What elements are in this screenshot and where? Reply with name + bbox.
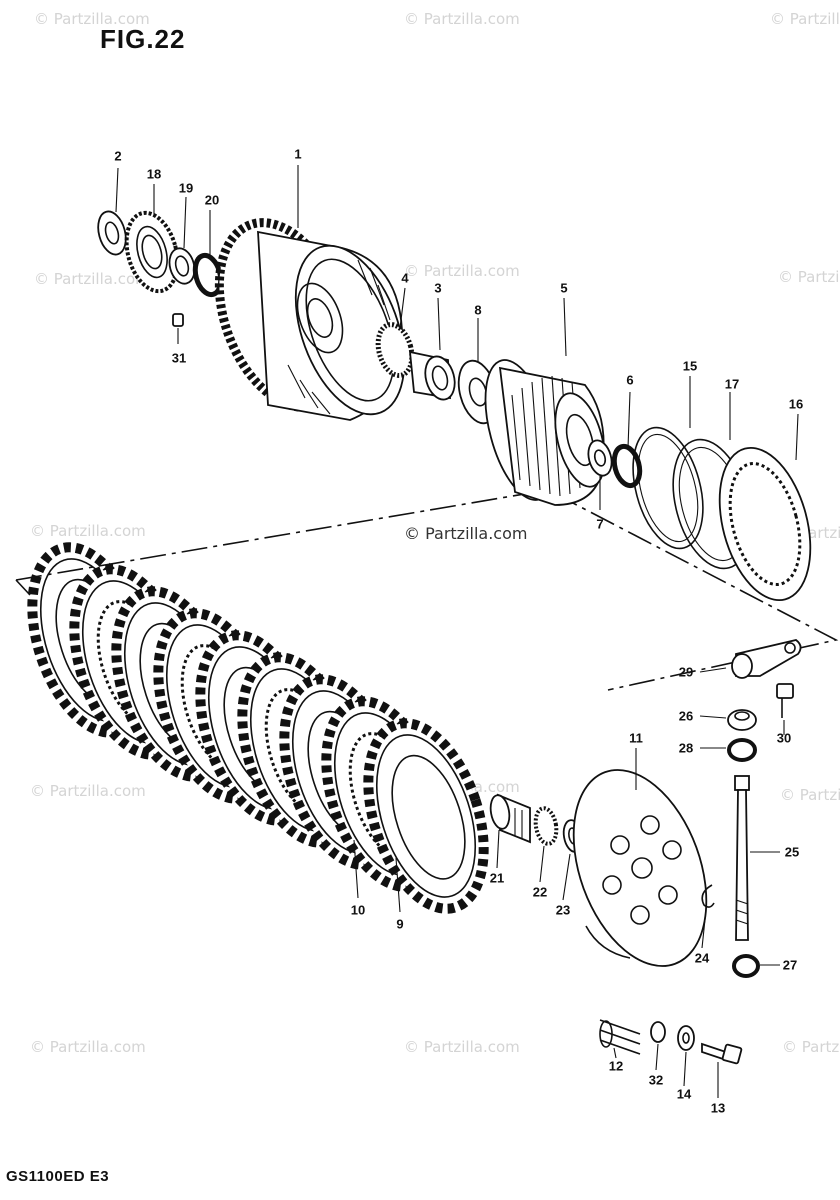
clutch-plate-stack bbox=[27, 542, 489, 914]
part-19-bushing bbox=[168, 247, 196, 285]
part-22-bearing bbox=[533, 806, 559, 846]
callout-20: 20 bbox=[204, 192, 220, 208]
callout-18: 18 bbox=[146, 166, 162, 182]
callout-25: 25 bbox=[784, 844, 800, 860]
part-4-needle-bearing bbox=[375, 322, 415, 378]
part-25-release-shaft bbox=[734, 775, 750, 941]
callout-15: 15 bbox=[682, 358, 698, 374]
part-1-clutch-housing bbox=[214, 218, 406, 421]
part-15-spring-washer bbox=[632, 426, 704, 550]
callout-24: 24 bbox=[694, 950, 710, 966]
part-14-washer bbox=[677, 1025, 695, 1051]
part-24-circlip bbox=[701, 884, 715, 908]
watermark: © Partzilla.com bbox=[404, 262, 520, 280]
watermark: © Partzilla.com bbox=[30, 782, 146, 800]
callout-30: 30 bbox=[776, 730, 792, 746]
group-frame-left bbox=[15, 579, 31, 596]
part-28-bearing bbox=[727, 738, 757, 762]
callout-12: 12 bbox=[608, 1058, 624, 1074]
callout-23: 23 bbox=[555, 902, 571, 918]
part-12-clutch-spring bbox=[599, 1019, 641, 1055]
watermark: © Partzilla.com bbox=[34, 270, 150, 288]
part-7-washer bbox=[587, 439, 613, 477]
watermark: © Partzilla.com bbox=[782, 1038, 840, 1056]
watermark: © Partzilla.com bbox=[404, 10, 520, 28]
callout-8: 8 bbox=[474, 302, 482, 318]
watermark: © Partzilla.com bbox=[780, 786, 840, 804]
part-3-spacer bbox=[408, 350, 456, 401]
callout-22: 22 bbox=[532, 884, 548, 900]
callout-6: 6 bbox=[626, 372, 634, 388]
part-29-release-arm bbox=[731, 639, 802, 679]
clutch-plate bbox=[363, 718, 489, 914]
group-frame bbox=[15, 489, 839, 691]
model-code: GS1100ED E3 bbox=[6, 1168, 110, 1185]
part-5-sleeve-hub bbox=[484, 359, 606, 506]
callout-27: 27 bbox=[782, 957, 798, 973]
callout-7: 7 bbox=[596, 516, 604, 532]
callout-17: 17 bbox=[724, 376, 740, 392]
callout-21: 21 bbox=[489, 870, 505, 886]
callout-2: 2 bbox=[114, 148, 122, 164]
callout-14: 14 bbox=[676, 1086, 692, 1102]
callout-31: 31 bbox=[171, 350, 187, 366]
part-30-bolt bbox=[776, 683, 794, 718]
watermark: © Partzilla.com bbox=[30, 1038, 146, 1056]
callout-9: 9 bbox=[396, 916, 404, 932]
callout-32: 32 bbox=[648, 1072, 664, 1088]
callout-13: 13 bbox=[710, 1100, 726, 1116]
callout-10: 10 bbox=[350, 902, 366, 918]
watermark: © Partzilla.com bbox=[34, 10, 150, 28]
callout-26: 26 bbox=[678, 708, 694, 724]
part-2-washer bbox=[97, 210, 127, 256]
part-16-drive-plate bbox=[718, 446, 812, 602]
part-31-pin bbox=[172, 313, 184, 327]
callout-3: 3 bbox=[434, 280, 442, 296]
figure-title: FIG.22 bbox=[100, 24, 186, 54]
part-18-gear bbox=[124, 210, 180, 294]
part-27-bushing bbox=[732, 954, 760, 978]
callout-5: 5 bbox=[560, 280, 568, 296]
callout-4: 4 bbox=[401, 270, 409, 286]
callout-19: 19 bbox=[178, 180, 194, 196]
callout-28: 28 bbox=[678, 740, 694, 756]
callout-1: 1 bbox=[294, 146, 302, 162]
watermark: © Partzilla.com bbox=[30, 522, 146, 540]
callout-11: 11 bbox=[629, 730, 643, 746]
part-32-spacer bbox=[650, 1021, 666, 1043]
callout-29: 29 bbox=[678, 664, 694, 680]
watermark: © Partzilla.com bbox=[778, 268, 840, 286]
leader-lines bbox=[115, 165, 799, 1098]
watermark: © Partzilla.com bbox=[770, 10, 840, 28]
part-26-oil-seal bbox=[727, 709, 757, 731]
part-13-bolt bbox=[701, 1042, 743, 1065]
callout-16: 16 bbox=[788, 396, 804, 412]
watermark: © Partzilla.com bbox=[404, 1038, 520, 1056]
part-21-push-piece bbox=[489, 793, 531, 844]
watermark-center: © Partzilla.com bbox=[404, 524, 528, 543]
part-11-pressure-plate bbox=[572, 769, 708, 967]
